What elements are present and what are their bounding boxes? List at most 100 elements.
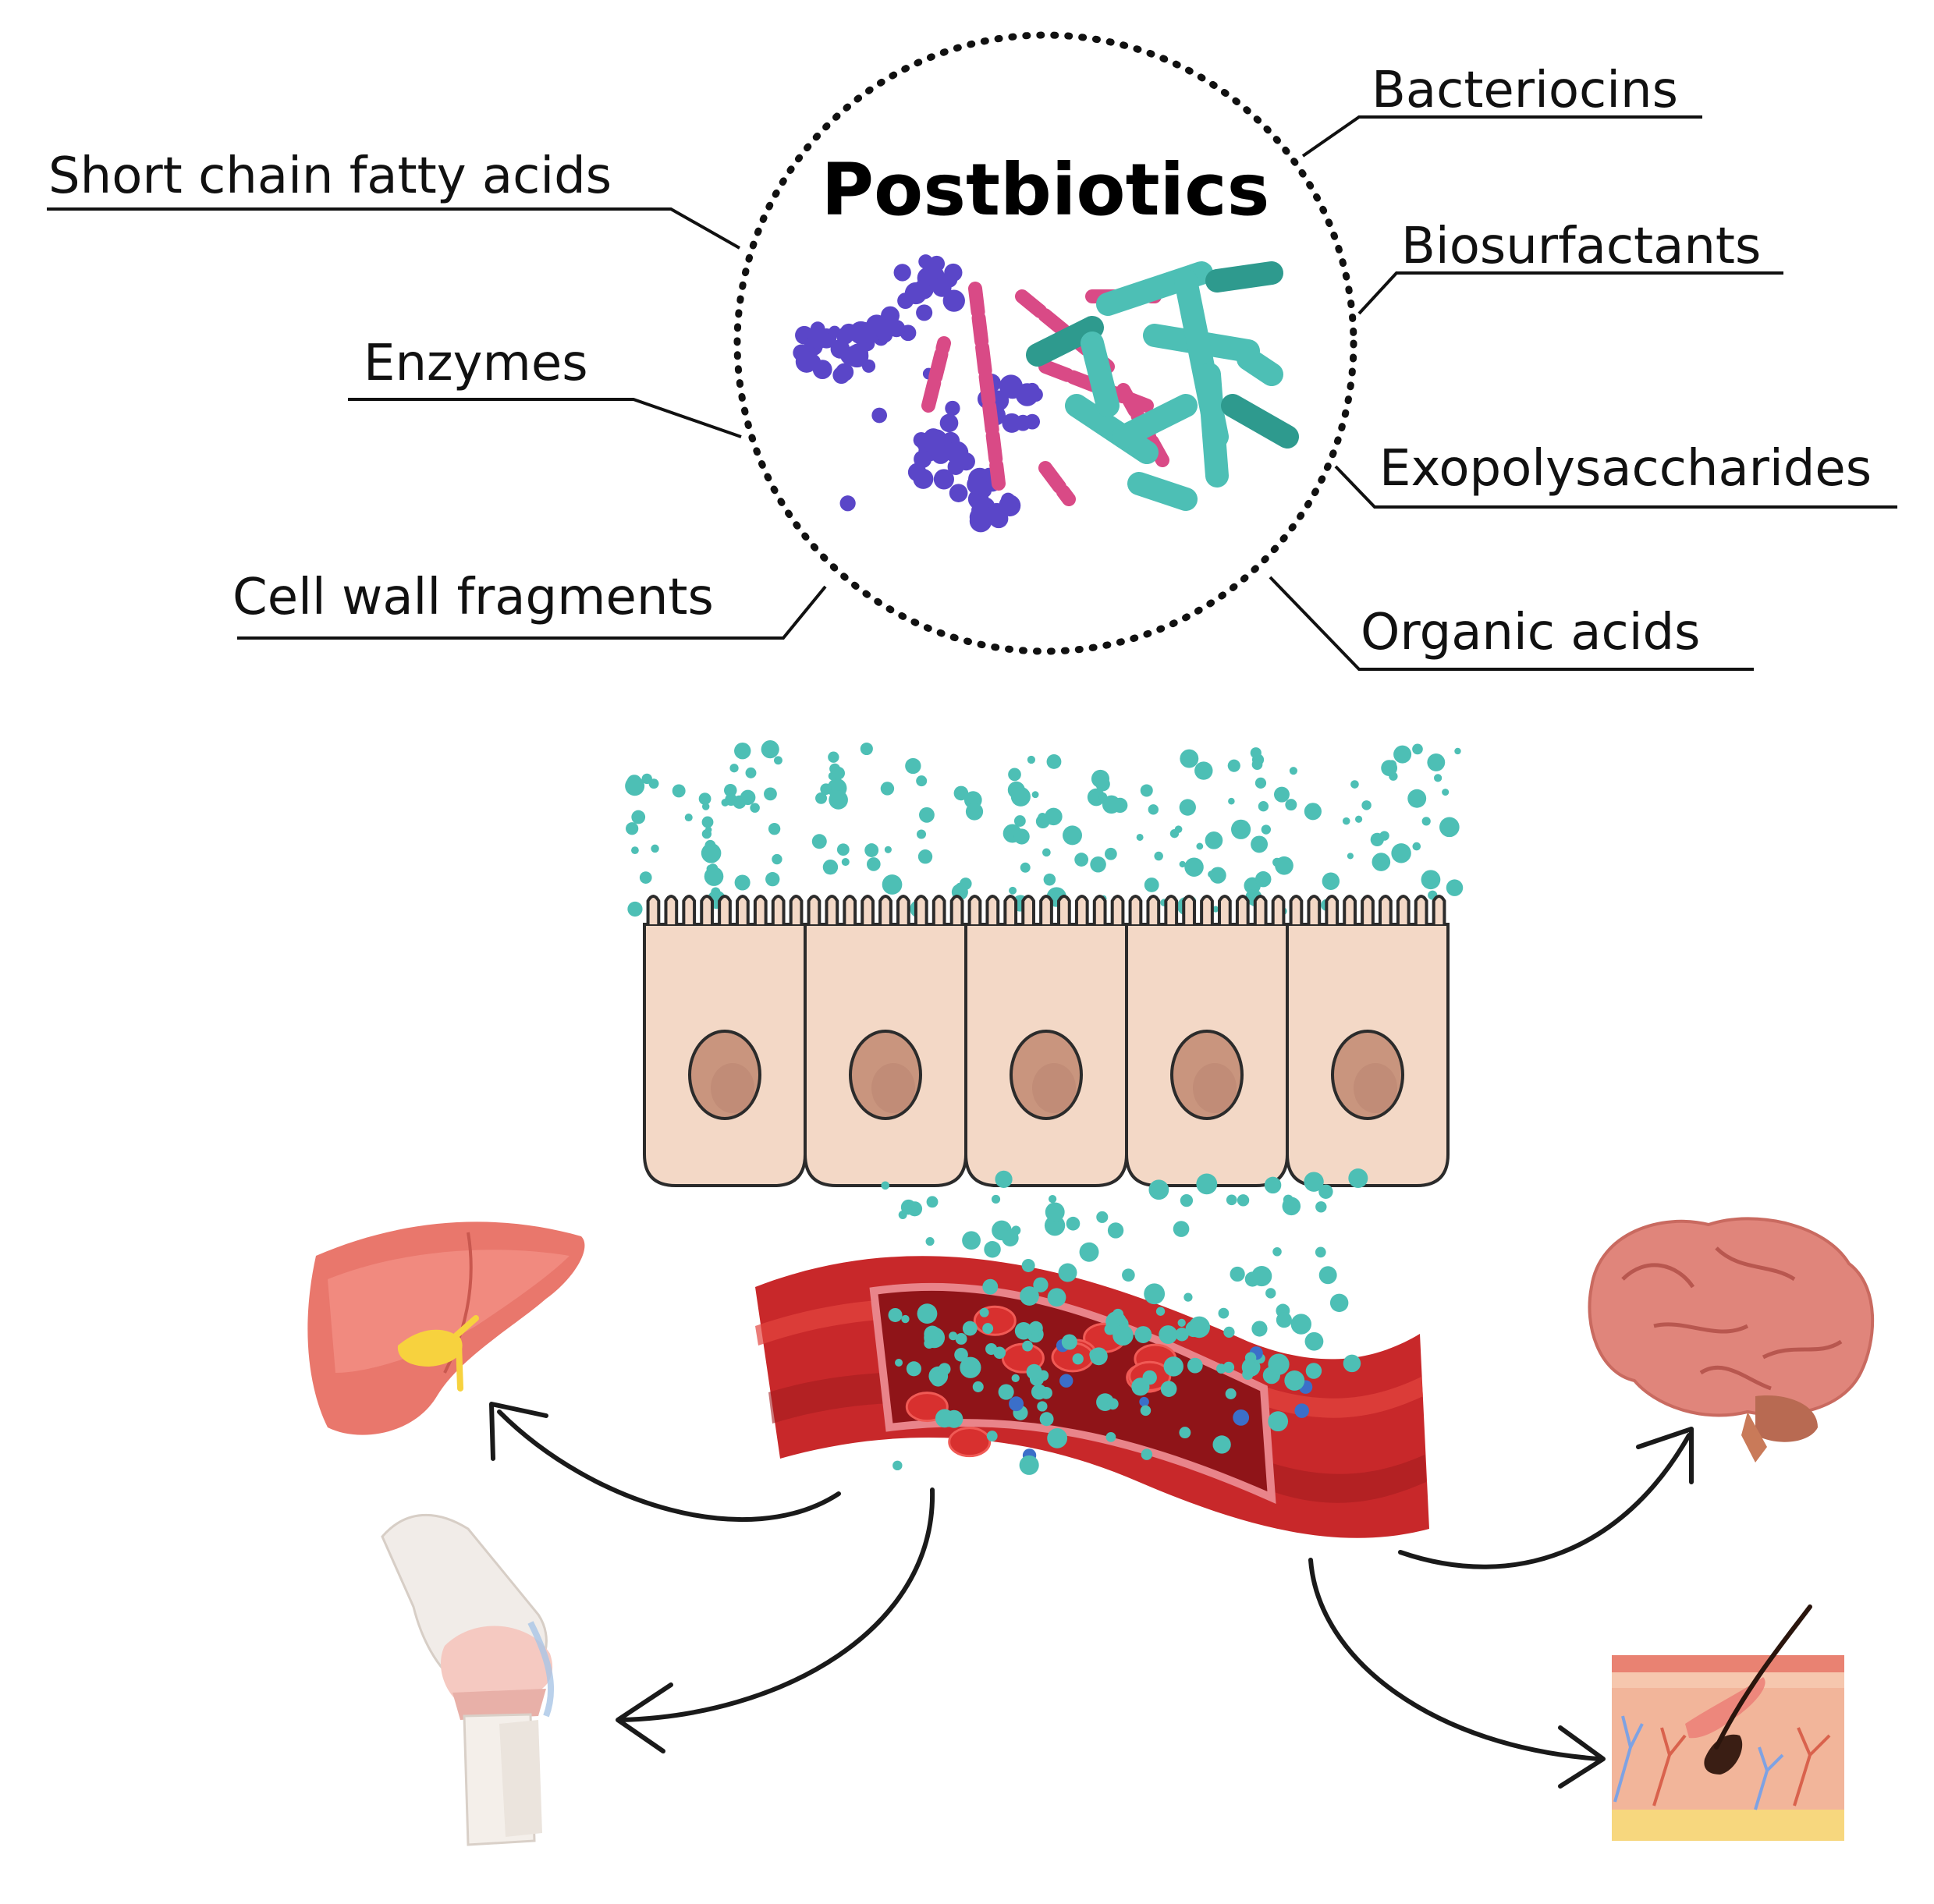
particle xyxy=(926,1196,939,1208)
particle xyxy=(1047,1288,1066,1307)
coccus xyxy=(949,484,968,502)
particle xyxy=(1370,832,1384,847)
particle xyxy=(1139,1396,1149,1407)
coccus xyxy=(1005,376,1023,394)
particle xyxy=(1209,867,1226,884)
particle xyxy=(1264,1176,1282,1194)
rod-bacterium xyxy=(1221,394,1299,449)
skin-hair-follicle-icon xyxy=(1612,1604,1844,1841)
particle xyxy=(955,1332,967,1345)
particle xyxy=(1231,819,1251,839)
particle xyxy=(1112,1324,1134,1346)
coccus xyxy=(871,407,888,424)
coccus xyxy=(942,289,965,312)
bacillus-chain xyxy=(921,336,951,413)
particle xyxy=(1009,886,1017,895)
coccus xyxy=(839,495,856,512)
particle xyxy=(1283,1194,1293,1205)
particle xyxy=(1265,1288,1276,1299)
particle xyxy=(960,1356,981,1378)
particle xyxy=(1251,1321,1268,1337)
particle xyxy=(828,751,839,763)
particle xyxy=(930,1371,946,1387)
bacillus-chain xyxy=(1038,461,1076,506)
particle xyxy=(1072,1353,1084,1365)
particle xyxy=(882,874,903,895)
particle xyxy=(924,1338,935,1349)
svg-text:Organic acids: Organic acids xyxy=(1361,604,1700,661)
epithelial-cell xyxy=(1125,895,1289,1187)
particle xyxy=(832,766,846,780)
particle xyxy=(704,826,712,834)
rod-bacterium xyxy=(1198,363,1229,488)
particle xyxy=(962,1231,981,1250)
particle xyxy=(1180,749,1199,768)
coccus xyxy=(916,304,933,321)
particle xyxy=(1090,856,1106,873)
particle xyxy=(768,822,781,835)
particle xyxy=(1096,1211,1109,1223)
particle xyxy=(916,775,928,787)
particle xyxy=(982,1278,999,1295)
particle xyxy=(1179,1427,1191,1439)
particle xyxy=(1322,872,1340,890)
svg-text:Biosurfactants: Biosurfactants xyxy=(1401,218,1761,275)
particle xyxy=(1066,1216,1081,1231)
particle xyxy=(1102,795,1121,814)
particle xyxy=(1163,1356,1183,1377)
particle xyxy=(815,792,828,804)
particle xyxy=(1421,870,1441,890)
particle xyxy=(820,783,832,796)
particle xyxy=(1226,1194,1237,1206)
coccus xyxy=(887,320,906,338)
particle xyxy=(1212,906,1219,913)
particle xyxy=(982,1323,994,1335)
particle xyxy=(1002,1229,1019,1246)
particle xyxy=(1254,870,1272,888)
coccus xyxy=(793,344,810,361)
particle xyxy=(701,803,710,810)
particle xyxy=(984,1240,1001,1258)
particle xyxy=(1187,1357,1203,1374)
particle xyxy=(916,829,927,839)
coccus xyxy=(939,413,959,433)
particle xyxy=(734,874,751,891)
particle xyxy=(979,1307,989,1317)
particle xyxy=(985,1342,998,1355)
label-exopolysaccharides: Exopolysaccharides xyxy=(1334,440,1897,509)
coccus xyxy=(923,428,943,449)
particle xyxy=(1391,843,1411,863)
particle xyxy=(627,901,643,917)
particle xyxy=(1014,1321,1033,1340)
particle xyxy=(1011,1374,1020,1383)
particle xyxy=(962,1321,978,1336)
particle xyxy=(1179,860,1186,868)
particle xyxy=(1315,1246,1326,1258)
particle xyxy=(1136,834,1144,841)
particle xyxy=(1318,1184,1333,1199)
particle xyxy=(1439,817,1460,838)
particle xyxy=(1074,853,1089,867)
particle xyxy=(1228,797,1235,805)
particle xyxy=(1372,853,1391,871)
coccus xyxy=(933,469,954,490)
particle xyxy=(1148,1179,1169,1200)
coccus xyxy=(944,263,963,282)
particle xyxy=(1148,804,1159,815)
particle xyxy=(995,1170,1013,1188)
particle xyxy=(1223,1326,1235,1338)
knee-joint-icon xyxy=(381,1513,555,1846)
particle xyxy=(1315,1201,1327,1213)
particle xyxy=(1047,1427,1068,1448)
postbiotic-particles-lumen xyxy=(625,740,1464,918)
particle xyxy=(1009,1396,1024,1412)
coccus xyxy=(839,323,858,342)
particle xyxy=(745,767,757,778)
rod-bacterium xyxy=(1237,347,1283,386)
particle xyxy=(1218,1307,1230,1319)
particle xyxy=(829,790,848,810)
particle xyxy=(1037,1401,1048,1412)
particle xyxy=(1289,767,1297,775)
particle xyxy=(1154,851,1163,861)
